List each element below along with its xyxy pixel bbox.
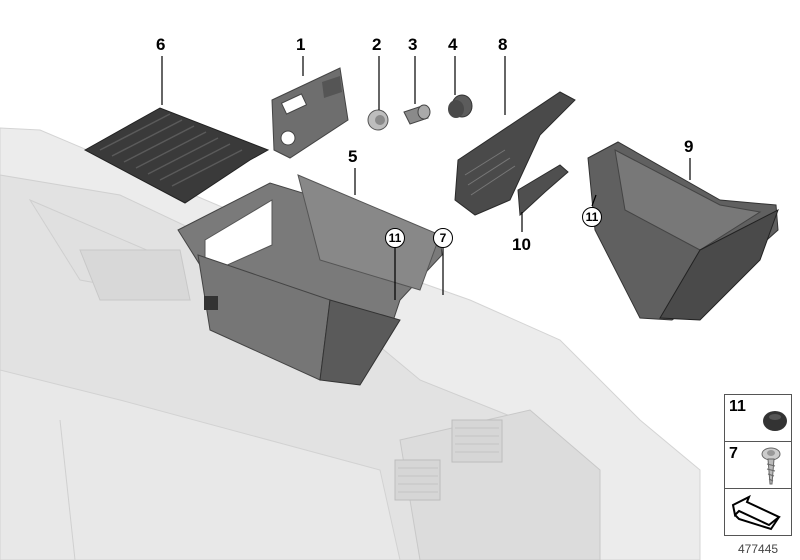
diagram-part-number: 477445 — [738, 542, 779, 556]
legend-item-7: 7 — [725, 442, 791, 489]
legend-number: 11 — [729, 398, 746, 415]
grommet-plug-icon — [763, 411, 787, 431]
callout-10: 10 — [512, 235, 531, 254]
callout-8: 8 — [498, 35, 508, 54]
part-5-storage-tray — [177, 174, 443, 386]
air-vent-icon — [394, 419, 503, 501]
circled-callout-11-tray: 11 — [385, 228, 405, 248]
callout-2: 2 — [372, 35, 382, 54]
part-2-socket-ring — [367, 109, 389, 131]
callout-9: 9 — [684, 137, 694, 156]
circled-callout-11-insert: 11 — [582, 207, 602, 227]
callout-3: 3 — [408, 35, 418, 54]
leader-lines — [161, 56, 691, 300]
direction-arrow-icon — [731, 494, 781, 531]
callout-1: 1 — [296, 35, 306, 54]
part-9-console-insert — [587, 141, 779, 321]
part-1-trim-panel — [271, 67, 349, 159]
circled-callout-7-tray: 7 — [433, 228, 453, 248]
part-4-cap — [448, 94, 473, 118]
legend-item-11: 11 — [725, 395, 791, 442]
part-3-socket-insert — [403, 104, 431, 125]
callout-6: 6 — [156, 35, 166, 54]
fastener-legend: 11 7 — [724, 394, 792, 536]
legend-number: 7 — [729, 445, 738, 462]
part-10-vent-cover — [517, 164, 569, 217]
part-8-vent-housing — [454, 91, 576, 216]
callout-4: 4 — [448, 35, 458, 54]
center-console-illustration — [0, 127, 701, 560]
self-tapping-screw-icon — [761, 447, 781, 485]
legend-item-arrow — [725, 489, 791, 535]
callout-5: 5 — [348, 147, 358, 166]
part-6-rubber-mat — [83, 107, 270, 204]
